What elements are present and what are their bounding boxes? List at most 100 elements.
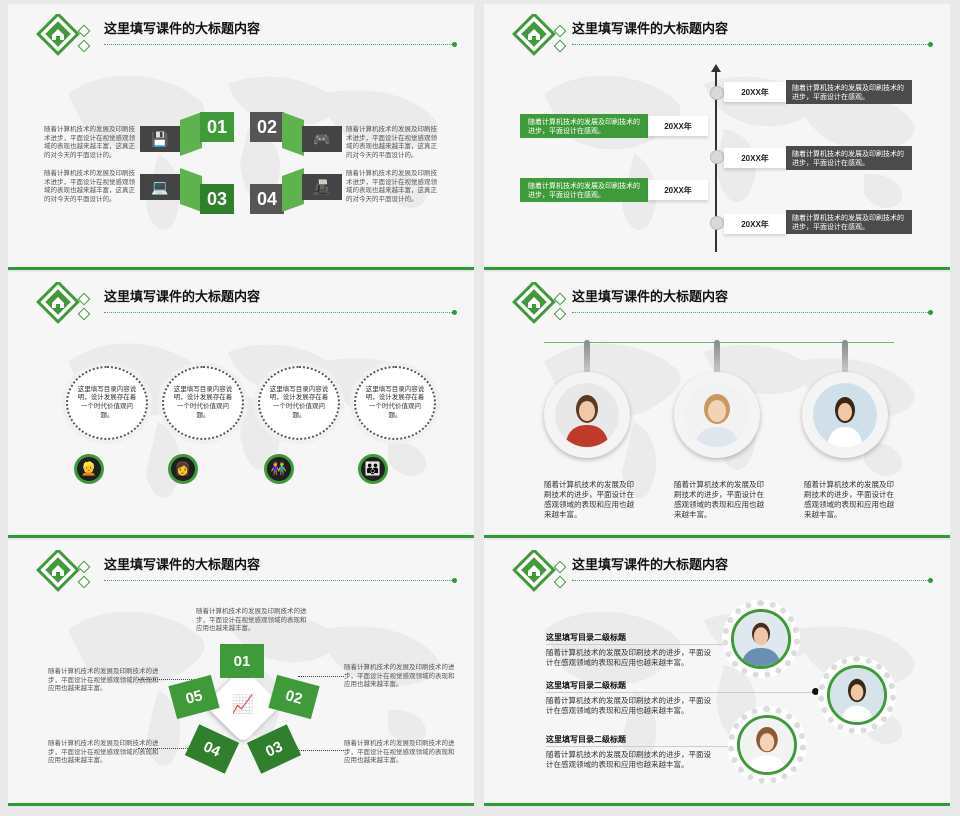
portrait-woman-red-icon <box>555 383 619 447</box>
hanger <box>584 340 590 374</box>
section-text-3: 随着计算机技术的发展及印刷技术的进步，平面设计在感观领域的表现和应用也越来越丰富… <box>546 750 711 769</box>
home-logo-icon <box>512 14 568 56</box>
item-text-left: 随着计算机技术的发展及印刷技术的进步，平面设计在视觉感观领域的表现和应用也越来越… <box>48 668 159 693</box>
hanger <box>714 340 720 374</box>
section-text-2: 随着计算机技术的发展及印刷技术的进步，平面设计在感观领域的表现和应用也越来越丰富… <box>546 696 711 715</box>
item-block-2-side <box>282 111 304 157</box>
timeline-description: 随着计算机技术的发展及印刷技术的进步，平面设计在感观。 <box>786 210 912 234</box>
timeline-description-left: 随着计算机技术的发展及印刷技术的进步，平面设计在感观。 <box>520 114 648 138</box>
bubble-text: 这里填写目录内容说明，设计发展存在着一个时代价值观问题。 <box>269 385 329 419</box>
laptop-icon: 💻 <box>151 178 169 195</box>
slide-title: 这里填写课件的大标题内容 <box>104 289 261 304</box>
bubble-text: 这里填写目录内容说明，设计发展存在着一个时代价值观问题。 <box>365 385 425 419</box>
timeline-year: 20XX年 <box>648 180 708 200</box>
item-block-3-side <box>180 167 202 213</box>
slide-4[interactable]: 这里填写课件的大标题内容 随着计算机技术的发展及印刷技术的进步，平面设计在感观领… <box>484 272 950 538</box>
item-number-4: 04 <box>250 184 284 214</box>
slide-title: 这里填写课件的大标题内容 <box>104 21 261 36</box>
item-text-top: 随着计算机技术的发展及印刷技术的进步，平面设计在视觉感观领域的表现和应用也越来越… <box>196 608 307 633</box>
timeline-arrow-icon <box>711 64 721 72</box>
connector-line <box>138 679 196 680</box>
connector-line <box>138 748 200 749</box>
portrait-man-icon <box>734 612 788 666</box>
section-divider <box>546 692 816 693</box>
item-block-3 <box>140 174 180 200</box>
photo-caption-1: 随着计算机技术的发展及印刷技术的进步，平面设计在感观领域的表现和应用也越来越丰富… <box>544 480 634 519</box>
section-divider <box>546 644 736 645</box>
title-divider <box>104 578 457 583</box>
family-icon: 👪 <box>358 454 388 484</box>
section-divider <box>546 746 746 747</box>
connector-line <box>294 750 344 751</box>
speech-bubble-3: 这里填写目录内容说明，设计发展存在着一个时代价值观问题。 <box>258 366 340 440</box>
timeline-year: 20XX年 <box>648 116 708 136</box>
item-number-3: 03 <box>200 184 234 214</box>
gamepad-icon: 🎮 <box>313 130 331 147</box>
item-text-right: 随着计算机技术的发展及印刷技术的进步，平面设计在视觉感观领域的表现和应用也越来越… <box>344 664 455 689</box>
timeline-description-left: 随着计算机技术的发展及印刷技术的进步，平面设计在感观。 <box>520 178 648 202</box>
title-divider <box>104 42 457 47</box>
slide-5[interactable]: 这里填写课件的大标题内容 随着计算机技术的发展及印刷技术的进步，平面设计在视觉感… <box>8 540 474 806</box>
gear-photo-3 <box>728 706 806 784</box>
home-logo-icon <box>512 282 568 324</box>
connector-line <box>298 676 344 677</box>
couple-icon: 👫 <box>264 454 294 484</box>
floppy-disk-icon: 💾 <box>151 130 169 147</box>
connector-dot <box>812 688 819 695</box>
woman-icon: 👩 <box>168 454 198 484</box>
fax-icon: 📠 <box>313 178 331 195</box>
item-block-4 <box>302 174 342 200</box>
item-text-bottom-left: 随着计算机技术的发展及印刷技术的进步，平面设计在视觉感观领域的表现和应用也越来越… <box>48 740 159 765</box>
bubble-text: 这里填写目录内容说明，设计发展存在着一个时代价值观问题。 <box>173 385 233 419</box>
gear-photo-2 <box>818 656 896 734</box>
slide-3[interactable]: 这里填写课件的大标题内容 这里填写目录内容说明，设计发展存在着一个时代价值观问题… <box>8 272 474 538</box>
photo-frame-1 <box>544 372 630 458</box>
title-divider <box>572 42 933 47</box>
slide-title: 这里填写课件的大标题内容 <box>572 557 729 572</box>
section-text-1: 随着计算机技术的发展及印刷技术的进步，平面设计在感观领域的表现和应用也越来越丰富… <box>546 648 711 667</box>
portrait-woman-smiling-icon <box>740 718 794 772</box>
speech-bubble-4: 这里填写目录内容说明，设计发展存在着一个时代价值观问题。 <box>354 366 436 440</box>
portrait-woman-office-icon <box>813 383 877 447</box>
item-text-3: 随着计算机技术的发展及印刷技术进步，平面设计在视觉感观领域的表现也越来越丰富，这… <box>44 170 135 203</box>
title-divider <box>572 310 933 315</box>
photo-frame-2 <box>674 372 760 458</box>
timeline-description: 随着计算机技术的发展及印刷技术的进步，平面设计在感观。 <box>786 146 912 170</box>
bubble-text: 这里填写目录内容说明，设计发展存在着一个时代价值观问题。 <box>77 385 137 419</box>
growth-chart-icon: 📈 <box>231 694 255 714</box>
item-block-1 <box>140 126 180 152</box>
item-text-2: 随着计算机技术的发展及印刷技术进步，平面设计在视觉感观领域的表现也越来越丰富，这… <box>346 126 437 159</box>
home-logo-icon <box>36 14 92 56</box>
photo-caption-2: 随着计算机技术的发展及印刷技术的进步，平面设计在感观领域的表现和应用也越来越丰富… <box>674 480 764 519</box>
photo-frame-3 <box>802 372 888 458</box>
speech-bubble-2: 这里填写目录内容说明，设计发展存在着一个时代价值观问题。 <box>162 366 244 440</box>
timeline-year: 20XX年 <box>724 148 786 168</box>
man-icon: 👱 <box>74 454 104 484</box>
item-number-1: 01 <box>200 112 234 142</box>
slide-6[interactable]: 这里填写课件的大标题内容 这里填写目录二级标题 随着计算机技术的发展及印刷技术的… <box>484 540 950 806</box>
timeline-year: 20XX年 <box>724 82 786 102</box>
speech-bubble-1: 这里填写目录内容说明，设计发展存在着一个时代价值观问题。 <box>66 366 148 440</box>
timeline-year: 20XX年 <box>724 214 786 234</box>
step-number-1: 01 <box>220 644 264 678</box>
slide-1[interactable]: 这里填写课件的大标题内容 随着计算机技术的发展及印刷技术进步，平面设计在视觉感观… <box>8 4 474 270</box>
photo-caption-3: 随着计算机技术的发展及印刷技术的进步，平面设计在感观领域的表现和应用也越来越丰富… <box>804 480 894 519</box>
title-divider <box>104 310 457 315</box>
hanger <box>842 340 848 374</box>
section-heading-3: 这里填写目录二级标题 <box>546 735 626 744</box>
slide-title: 这里填写课件的大标题内容 <box>572 21 729 36</box>
home-logo-icon <box>36 282 92 324</box>
item-text-4: 随着计算机技术的发展及印刷技术进步，平面设计在视觉感观领域的表现也越来越丰富，这… <box>346 170 437 203</box>
timeline-dot <box>710 86 724 100</box>
title-divider <box>572 578 933 583</box>
section-heading-1: 这里填写目录二级标题 <box>546 633 626 642</box>
home-logo-icon <box>512 550 568 592</box>
slide-2[interactable]: 这里填写课件的大标题内容 20XX年 随着计算机技术的发展及印刷技术的进步，平面… <box>484 4 950 270</box>
slide-title: 这里填写课件的大标题内容 <box>572 289 729 304</box>
timeline-description: 随着计算机技术的发展及印刷技术的进步，平面设计在感观。 <box>786 80 912 104</box>
item-number-2: 02 <box>250 112 284 142</box>
portrait-woman-blonde-icon <box>685 383 749 447</box>
slide-title: 这里填写课件的大标题内容 <box>104 557 261 572</box>
timeline-dot <box>710 150 724 164</box>
item-block-2 <box>302 126 342 152</box>
